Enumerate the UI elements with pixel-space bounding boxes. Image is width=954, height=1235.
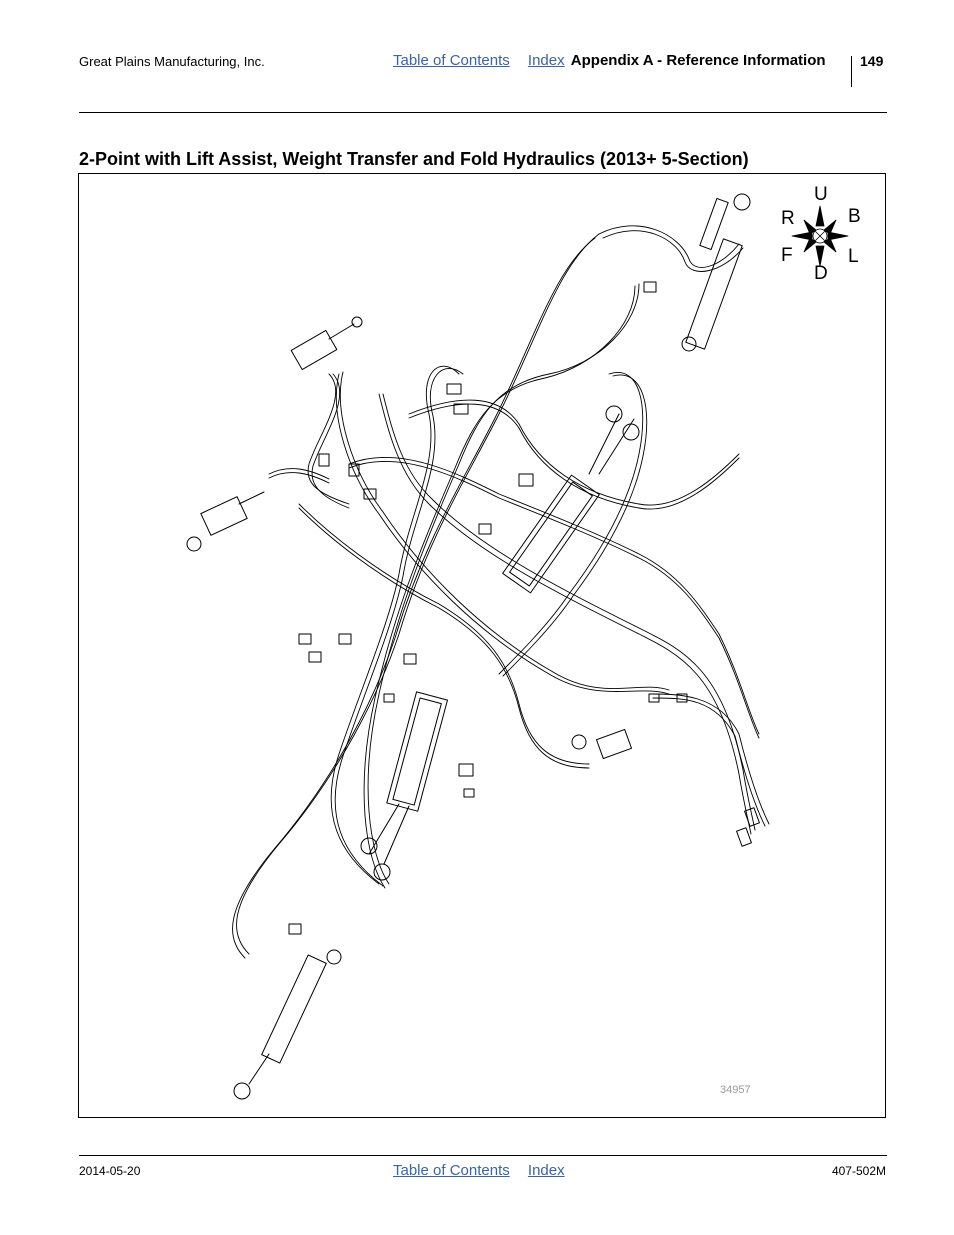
cylinder-left: [186, 491, 265, 552]
compass-label-up: U: [814, 184, 828, 205]
header-toc-link[interactable]: Table of Contents: [393, 52, 510, 69]
header-links: Table of Contents Index Appendix A - Ref…: [393, 52, 826, 69]
header-divider: [851, 56, 852, 87]
footer-links: Table of Contents Index: [393, 1162, 565, 1179]
page-number: 149: [860, 53, 884, 69]
footer-doc-number: 407-502M: [831, 1164, 886, 1178]
hydraulic-cylinders: [186, 193, 751, 1100]
hydraulic-hoses: [232, 225, 770, 959]
compass-rose: [791, 205, 849, 267]
figure-frame: U R B F L D 34957: [78, 173, 886, 1118]
page-title: 2-Point with Lift Assist, Weight Transfe…: [79, 149, 749, 169]
footer-index-link[interactable]: Index: [527, 1162, 565, 1179]
compass-label-back: B: [848, 206, 861, 227]
figure-id: 34957: [720, 1084, 751, 1096]
cylinder-upper-left: [290, 316, 363, 371]
footer-date: 2014-05-20: [79, 1164, 141, 1178]
compass-label-front: F: [781, 245, 793, 266]
footer-rule: [79, 1155, 887, 1156]
compass-label-right: R: [781, 208, 795, 229]
compass-label-left: L: [848, 246, 859, 267]
cylinder-bottom-left: [233, 949, 342, 1100]
header-section-title: Appendix A - Reference Information: [570, 52, 826, 69]
hydraulic-fittings: [288, 281, 760, 935]
compass-label-down: D: [814, 263, 828, 284]
header-company: Great Plains Manufacturing, Inc.: [79, 54, 265, 69]
cylinder-top-right: [681, 193, 751, 352]
cylinder-center-right: [502, 405, 640, 594]
header-rule: [79, 112, 887, 113]
hydraulic-schematic: U R B F L D: [186, 184, 861, 1100]
cylinder-center-left: [360, 691, 448, 881]
footer-toc-link[interactable]: Table of Contents: [393, 1162, 510, 1179]
header-index-link[interactable]: Index: [527, 52, 565, 69]
